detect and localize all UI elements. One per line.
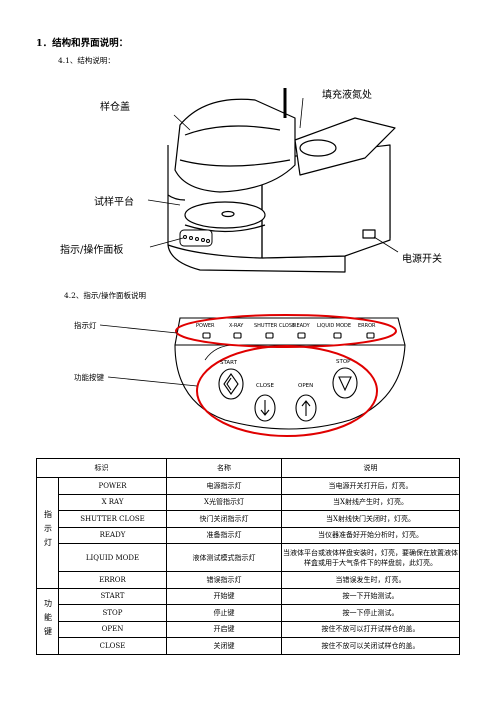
row-desc: 按一下开始测试。 — [281, 587, 460, 605]
row-id: READY — [58, 526, 167, 544]
row-id: OPEN — [58, 620, 167, 638]
power-switch-label: 电源开关 — [402, 254, 442, 265]
row-name: 快门关闭指示灯 — [166, 510, 282, 528]
row-desc: 当电源开关打开后，灯亮。 — [281, 477, 460, 495]
group-function-label: 功能键 — [43, 598, 53, 641]
table-row: READY 准备指示灯 当仪器准备好开始分析时，灯亮。 — [37, 526, 460, 544]
spec-table: 标识 名称 说明 指示灯 POWER 电源指示灯 当电源开关打开后，灯亮。 X … — [36, 458, 460, 655]
row-desc: 当X射线产生时，灯亮。 — [281, 493, 460, 511]
panel-subheading: 4.2、指示/操作面板说明 — [64, 291, 146, 300]
function-key-label: 功能按键 — [74, 373, 104, 382]
led-xray-label: X-RAY — [229, 323, 244, 329]
table-row: LIQUID MODE 液体测试模式指示灯 当液体平台或液体样盘安装时，灯亮，要… — [37, 543, 460, 572]
sample-cover-label: 样仓盖 — [100, 102, 130, 113]
row-name: 错误指示灯 — [166, 571, 282, 589]
row-name: 开始键 — [166, 587, 282, 605]
row-id: X RAY — [58, 493, 167, 511]
row-name: 液体测试模式指示灯 — [166, 543, 282, 572]
table-row: 功能键 START 开始键 按一下开始测试。 — [36, 587, 460, 655]
group-indicator-label: 指示灯 — [43, 510, 53, 553]
led-error-label: ERROR — [358, 323, 376, 329]
row-desc: 按住不放可以打开试样仓的盖。 — [281, 620, 460, 638]
row-id: LIQUID MODE — [58, 543, 167, 572]
group-indicator: 指示灯 — [36, 477, 59, 589]
table-row: X RAY X光管指示灯 当X射线产生时，灯亮。 — [37, 493, 460, 511]
row-id: STOP — [58, 604, 167, 622]
led-power-label: POWER — [196, 323, 215, 329]
row-name: 停止键 — [166, 604, 282, 622]
row-name: 准备指示灯 — [166, 526, 282, 544]
close-button: CLOSE — [256, 383, 275, 389]
start-button: START — [220, 360, 237, 366]
row-desc: 当仪器准备好开始分析时，灯亮。 — [281, 526, 460, 544]
row-desc: 当X射线快门关闭时，灯亮。 — [281, 510, 460, 528]
sample-stage-label: 试样平台 — [94, 197, 134, 208]
table-row: SHUTTER CLOSE 快门关闭指示灯 当X射线快门关闭时，灯亮。 — [37, 510, 460, 528]
row-id: POWER — [58, 477, 167, 495]
header-name: 名称 — [166, 458, 282, 478]
table-row: ERROR 错误指示灯 当错误发生时，灯亮。 — [37, 571, 460, 589]
led-shutter-label: SHUTTER CLOSE — [254, 323, 296, 329]
table-row: CLOSE 关闭键 按住不放可以关闭试样仓的盖。 — [37, 637, 460, 655]
table-row: STOP 停止键 按一下停止测试。 — [37, 604, 460, 622]
row-desc: 当错误发生时，灯亮。 — [281, 571, 460, 589]
row-name: X光管指示灯 — [166, 493, 282, 511]
row-name: 开启键 — [166, 620, 282, 638]
row-id: START — [58, 587, 167, 605]
row-desc: 按一下停止测试。 — [281, 604, 460, 622]
structure-subheading: 4.1、结构说明： — [58, 56, 115, 65]
group-function: 功能键 — [36, 587, 59, 655]
nitrogen-fill-label: 填充液氮处 — [322, 90, 372, 101]
row-id: ERROR — [58, 571, 167, 589]
header-desc: 说明 — [281, 458, 460, 478]
open-button: OPEN — [298, 383, 314, 389]
header-id: 标识 — [36, 458, 167, 478]
led-liquid-label: LIQUID MODE — [317, 323, 352, 329]
control-panel-label: 指示/操作面板 — [60, 245, 124, 256]
row-id: CLOSE — [58, 637, 167, 655]
row-name: 关闭键 — [166, 637, 282, 655]
section-heading: 1．结构和界面说明： — [36, 38, 129, 49]
indicator-label: 指示灯 — [74, 321, 97, 330]
led-ready-label: READY — [293, 323, 310, 329]
table-row: 指示灯 POWER 电源指示灯 当电源开关打开后，灯亮。 — [36, 477, 460, 589]
row-desc: 当液体平台或液体样盘安装时，灯亮，要确保在放置液体样盒或用于大气条件下的样盘前，… — [281, 543, 460, 572]
row-desc: 按住不放可以关闭试样仓的盖。 — [281, 637, 460, 655]
row-id: SHUTTER CLOSE — [58, 510, 167, 528]
row-name: 电源指示灯 — [166, 477, 282, 495]
table-row: OPEN 开启键 按住不放可以打开试样仓的盖。 — [37, 620, 460, 638]
stop-button: STOP — [336, 359, 351, 365]
